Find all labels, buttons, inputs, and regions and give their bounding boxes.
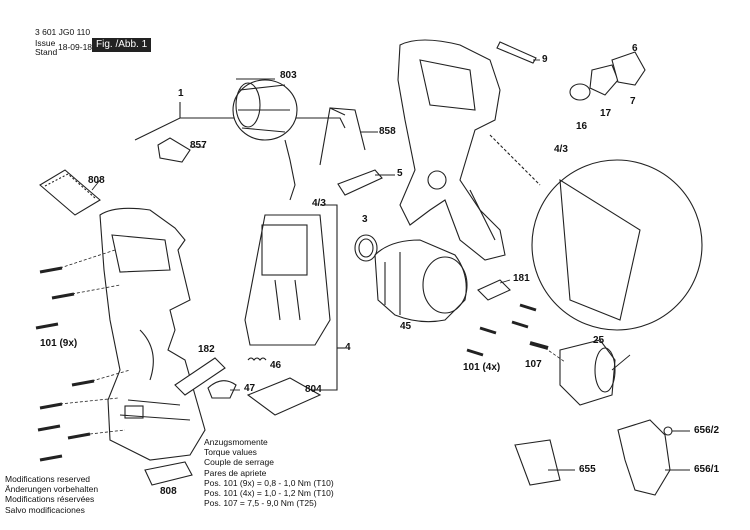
housing-half-left — [99, 207, 206, 461]
callout-804: 804 — [305, 384, 322, 395]
plate-804 — [246, 377, 322, 416]
modifications-line: Modifications reserved — [5, 474, 91, 484]
callout-47: 47 — [244, 383, 256, 394]
callout-101-4x: 101 (4x) — [463, 362, 501, 373]
o-ring-3 — [354, 234, 378, 262]
callout-46: 46 — [270, 360, 282, 371]
callout-5: 5 — [397, 168, 403, 179]
gearbox-45 — [374, 239, 468, 323]
part-181 — [477, 279, 511, 301]
electronics-module-4 — [244, 214, 331, 346]
callout-857: 857 — [190, 140, 207, 151]
issue-date: 18-09-18 — [58, 42, 93, 52]
torque-line: Torque values — [204, 447, 257, 458]
callout-25: 25 — [593, 335, 605, 346]
callout-101-9x: 101 (9x) — [40, 338, 78, 349]
callout-45: 45 — [400, 321, 412, 332]
part-17 — [589, 64, 619, 96]
detail-view-circle — [531, 159, 703, 331]
screws-101-right — [466, 303, 537, 357]
torque-line: Pos. 101 (4x) = 1,0 - 1,2 Nm (T10) — [204, 488, 334, 499]
callout-6: 6 — [632, 43, 638, 54]
callout-1: 1 — [178, 88, 184, 99]
callout-17: 17 — [600, 108, 612, 119]
callout-803: 803 — [280, 70, 297, 81]
screws-101-left — [35, 266, 95, 462]
belt-clip-656-1 — [617, 419, 671, 496]
torque-line: Pos. 107 = 7,5 - 9,0 Nm (T25) — [204, 498, 317, 509]
doc-number: 3 601 JG0 110 — [35, 27, 91, 37]
bracket-4 — [305, 204, 338, 391]
callout-16: 16 — [576, 121, 588, 132]
part-655 — [514, 439, 561, 486]
callout-656-1: 656/1 — [694, 464, 720, 475]
washer-16 — [569, 83, 591, 101]
pad-808-bottom — [144, 461, 193, 486]
callout-9: 9 — [542, 54, 548, 65]
torque-line: Pos. 101 (9x) = 0,8 - 1,0 Nm (T10) — [204, 477, 334, 488]
modifications-line: Änderungen vorbehalten — [5, 484, 99, 495]
stand-label: Stand — [35, 47, 58, 57]
spring-46 — [247, 357, 267, 361]
part-857 — [157, 137, 191, 163]
callout-181: 181 — [513, 273, 530, 284]
callout-656-2: 656/2 — [694, 425, 720, 436]
figure-label: Fig. /Abb. 1 — [92, 38, 152, 52]
part-7 — [611, 51, 646, 86]
torque-values-block: Anzugsmomente Torque values Couple de se… — [204, 437, 334, 508]
callout-858: 858 — [379, 126, 396, 137]
callout-107: 107 — [525, 359, 542, 370]
modifications-line: Modifications réservées — [5, 494, 95, 505]
torque-line: Anzugsmomente — [204, 437, 268, 447]
clip-858 — [319, 107, 366, 166]
callout-182: 182 — [198, 344, 215, 355]
screw-656-2 — [663, 426, 673, 436]
callout-808-top: 808 — [88, 175, 105, 186]
modifications-note: Modifications reserved Änderungen vorbeh… — [5, 474, 98, 515]
part-9 — [496, 41, 537, 64]
callout-4: 4 — [345, 342, 351, 353]
part-182 — [174, 357, 226, 396]
callout-808-bottom: 808 — [160, 486, 177, 497]
issue-label: Issue — [35, 38, 56, 48]
callout-4-3: 4/3 — [312, 198, 326, 209]
pad-808-top — [39, 169, 101, 216]
callout-3: 3 — [362, 214, 368, 225]
callout-4-3-detail: 4/3 — [554, 144, 568, 155]
part-5 — [337, 169, 383, 196]
screw-107 — [529, 341, 549, 350]
callout-7: 7 — [630, 96, 636, 107]
motor-803 — [232, 79, 298, 201]
housing-half-right — [397, 39, 506, 261]
callout-655: 655 — [579, 464, 596, 475]
switch-47 — [207, 380, 237, 399]
modifications-line: Salvo modificaciones — [5, 504, 85, 515]
chuck-25 — [559, 339, 616, 406]
torque-line: Couple de serrage — [204, 457, 274, 468]
torque-line: Pares de apriete — [204, 467, 267, 478]
